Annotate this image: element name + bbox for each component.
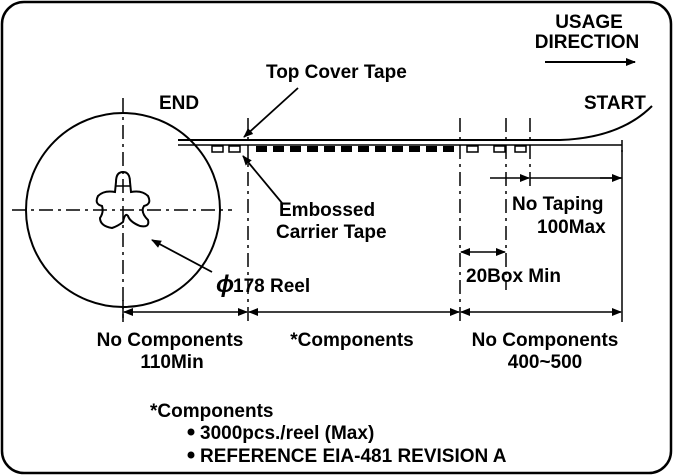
end-label: END [159,93,199,114]
embossed-arrow [242,155,283,204]
empty-pocket [466,145,479,153]
reel-hub [95,170,151,230]
carrier-tape-label: Carrier Tape [276,222,387,243]
filled-pocket [307,146,318,152]
empty-pocket [211,145,224,153]
no-taping-value: 100Max [537,217,606,238]
note-reference: REFERENCE EIA-481 REVISION A [200,446,507,467]
embossed-label: Embossed [279,200,375,221]
notes-heading: *Components [150,401,274,422]
reel-label: 178 Reel [233,276,310,297]
empty-pocket [228,145,241,153]
no-components-left-value: 110Min [140,352,203,373]
no-components-right-value: 400~500 [508,352,583,373]
usage-label: USAGE [555,12,623,33]
empty-pocket [514,145,527,153]
note-bullet [187,428,195,436]
filled-pocket [358,146,369,152]
filled-pocket [324,146,335,152]
no-taping-label: No Taping [512,194,603,215]
components-label: *Components [290,330,414,351]
direction-label: DIRECTION [535,32,640,53]
filled-pocket [409,146,420,152]
empty-pocket [493,145,506,153]
note-bullet [187,451,195,459]
reel-phi-symbol: ϕ [216,271,234,298]
filled-pocket [341,146,352,152]
filled-pocket [392,146,403,152]
top-cover-tape-label: Top Cover Tape [266,62,407,83]
filled-pocket [256,146,267,152]
top-cover-tape-line [178,105,653,141]
no-components-right-label: No Components [472,330,619,351]
box-min-label: 20Box Min [466,266,561,287]
no-components-left-label: No Components [97,330,244,351]
top-cover-tape-arrow [243,87,299,138]
filled-pocket [375,146,386,152]
note-quantity: 3000pcs./reel (Max) [200,423,374,444]
reel-pointer-arrow [151,239,213,273]
filled-pocket [290,146,301,152]
filled-pocket [443,146,454,152]
filled-pocket [426,146,437,152]
filled-pocket [273,146,284,152]
start-label: START [584,93,646,114]
